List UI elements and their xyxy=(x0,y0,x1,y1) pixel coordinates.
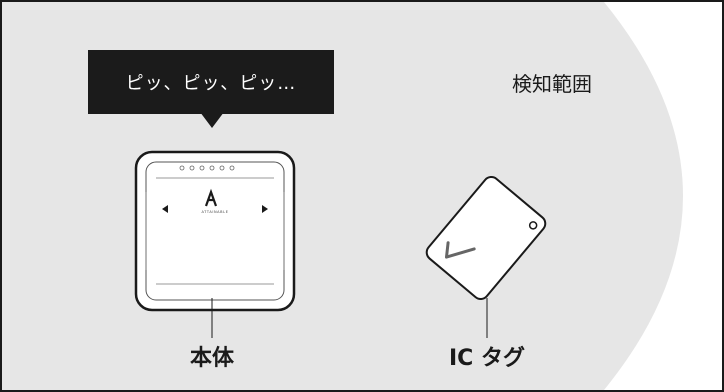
indicator-light xyxy=(189,165,195,171)
speech-bubble: ピッ、ピッ、ピッ… xyxy=(88,50,334,114)
indicator-light xyxy=(209,165,215,171)
ic-tag xyxy=(425,176,547,300)
indicator-light xyxy=(219,165,225,171)
device-label: 本体 xyxy=(189,346,234,371)
indicator-light xyxy=(229,165,235,171)
checkmark-icon xyxy=(444,241,476,259)
tag-hole xyxy=(528,221,538,230)
right-arrow-icon xyxy=(262,205,268,213)
indicator-light xyxy=(199,165,205,171)
reader-device: ATTAINABLE xyxy=(134,150,296,312)
brand-logo-icon xyxy=(204,188,218,207)
left-arrow-icon xyxy=(162,205,168,213)
indicator-light xyxy=(179,165,185,171)
detection-range-label: 検知範囲 xyxy=(512,72,592,96)
ic-tag-label: IC タグ xyxy=(449,346,525,371)
bubble-pointer xyxy=(200,112,224,128)
device-brand-text: ATTAINABLE xyxy=(201,210,228,214)
